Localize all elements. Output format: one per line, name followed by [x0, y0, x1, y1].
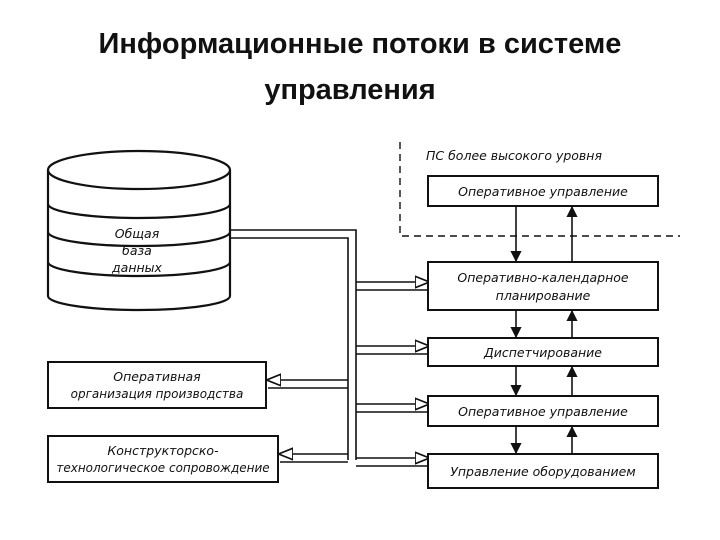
database-label-line-3: данных	[111, 260, 163, 275]
box-dispatching	[427, 337, 659, 367]
bus-branches-right	[356, 282, 428, 467]
box-equipment-management	[427, 453, 659, 489]
box-operational-management	[427, 395, 659, 427]
box-calendar-planning-label-1: Оперативно-календарное	[457, 270, 629, 285]
higher-level-boundary	[399, 142, 680, 237]
database-label-line-2: база	[122, 243, 152, 258]
box-calendar-planning-label-2: планирование	[496, 288, 591, 303]
box-design-support	[47, 435, 279, 483]
box-operational-management-label: Оперативное управление	[458, 404, 628, 419]
box-design-support-label-2: технологическое сопровождение	[56, 461, 269, 475]
box-production-organization-label-2: организация производства	[71, 387, 244, 401]
vertical-flow-arrows	[510, 205, 578, 455]
box-top-operational-management	[427, 175, 659, 207]
box-design-support-label-1: Конструкторско-	[107, 443, 219, 458]
data-bus	[230, 229, 357, 460]
box-equipment-management-label: Управление оборудованием	[450, 464, 635, 479]
page-title-line-2: управления	[264, 74, 436, 106]
database-cylinder	[46, 149, 232, 312]
box-dispatching-label: Диспетчирование	[483, 345, 602, 360]
box-production-organization	[47, 361, 267, 409]
box-top-operational-management-label: Оперативное управление	[458, 184, 628, 199]
box-calendar-planning	[427, 261, 659, 311]
page-title-line-1: Информационные потоки в системе	[98, 28, 622, 60]
database-label-line-1: Общая	[115, 226, 160, 241]
bus-branches-left	[268, 380, 348, 463]
higher-level-label: ПС более высокого уровня	[426, 148, 602, 163]
box-production-organization-label-1: Оперативная	[113, 369, 201, 384]
